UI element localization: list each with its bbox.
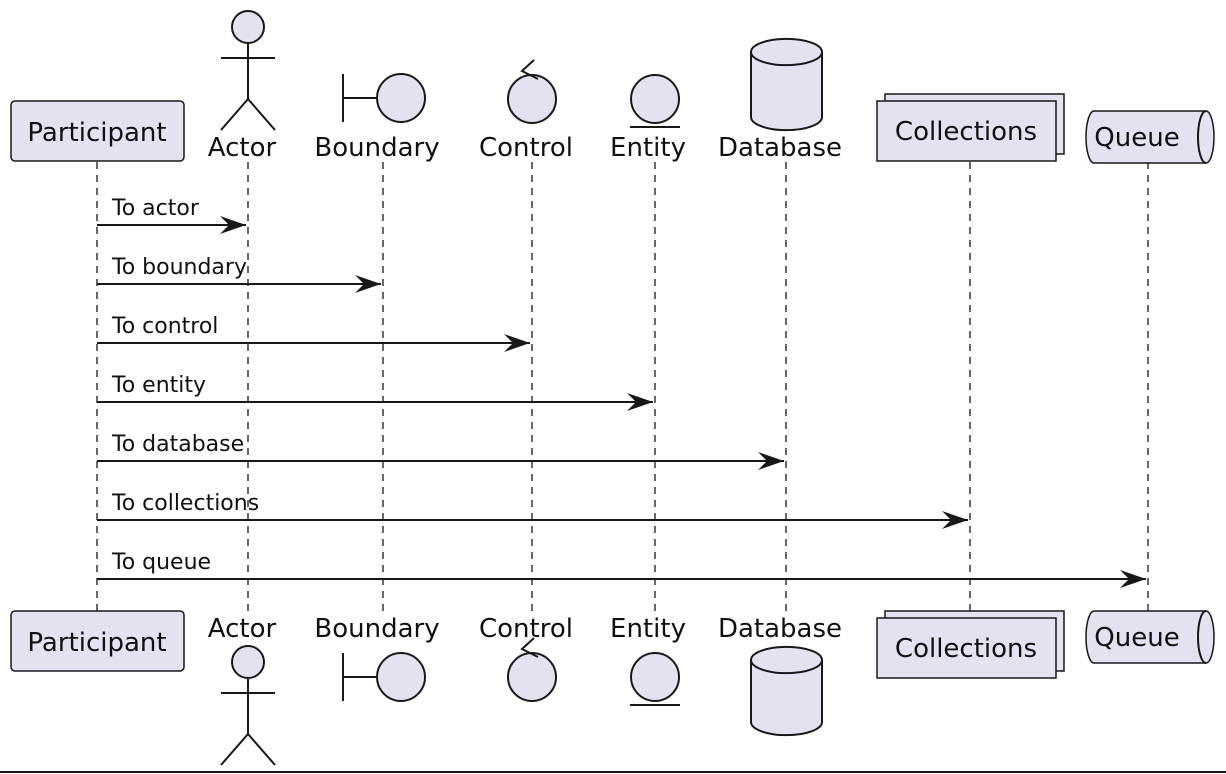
participant-actor-top: Actor	[208, 10, 277, 163]
control-arrow-icon	[520, 59, 539, 80]
queue-end-icon	[1197, 610, 1207, 664]
participant-collections-bottom: Collections	[876, 610, 1065, 679]
participant-participant-bottom: Participant	[10, 610, 185, 672]
collections-label: Collections	[895, 117, 1037, 147]
entity-circle-icon	[630, 74, 680, 124]
participant-box	[10, 610, 185, 672]
participant-collections-top: Collections	[876, 93, 1065, 162]
actor-leg-icon	[247, 733, 276, 766]
entity-label: Entity	[610, 614, 686, 644]
participant-queue-top: Queue	[1085, 110, 1215, 164]
queue-end-icon	[1197, 110, 1207, 164]
participant-control-bottom: Control	[479, 614, 573, 702]
boundary-label: Boundary	[314, 614, 439, 644]
message-control: To control	[97, 314, 530, 352]
participant-actor-bottom: Actor	[208, 614, 277, 766]
actor-leg-icon	[220, 733, 249, 766]
message-label: To boundary	[111, 255, 247, 280]
collections-label: Collections	[895, 634, 1037, 664]
message-queue: To queue	[97, 550, 1146, 588]
arrow-head-icon	[355, 275, 381, 293]
control-arrow-icon	[520, 637, 539, 658]
actor-leg-icon	[247, 98, 276, 131]
message-database: To database	[97, 432, 784, 470]
participant-label: Participant	[27, 628, 166, 658]
queue-label: Queue	[1094, 123, 1179, 153]
arrow-head-icon	[1120, 570, 1146, 588]
entity-circle-icon	[630, 652, 680, 702]
control-circle-icon	[507, 74, 557, 124]
message-entity: To entity	[97, 373, 653, 411]
messages: To actor To boundary To control To entityTo…	[97, 196, 1146, 588]
database-cylinder-icon	[750, 37, 823, 132]
database-cylinder-icon	[750, 645, 823, 737]
participant-participant-top: Participant	[10, 100, 185, 162]
actor-label: Actor	[208, 133, 277, 163]
participant-entity-bottom: Entity	[610, 614, 686, 706]
message-actor: To actor	[97, 196, 246, 234]
arrow-head-icon	[220, 216, 246, 234]
entity-label: Entity	[610, 133, 686, 163]
control-label: Control	[479, 614, 573, 644]
arrow-head-icon	[758, 452, 784, 470]
actor-head-icon	[231, 645, 265, 679]
database-rim-icon	[750, 659, 823, 675]
boundary-label: Boundary	[314, 133, 439, 163]
message-collections: To collections	[97, 491, 968, 529]
control-circle-icon	[507, 652, 557, 702]
arrow-head-icon	[504, 334, 530, 352]
message-label: To actor	[111, 196, 200, 221]
collections-front-box	[876, 617, 1057, 679]
participant-boundary-bottom: Boundary	[314, 614, 440, 702]
participant-database-bottom: Database	[718, 614, 842, 737]
message-label: To queue	[111, 550, 211, 575]
database-label: Database	[718, 133, 842, 163]
queue-label: Queue	[1094, 623, 1179, 653]
boundary-circle-icon	[376, 73, 426, 123]
participant-box	[10, 100, 185, 162]
participant-heads-bottom: Participant Actor Boundary Control Entity Dat…	[10, 610, 1215, 766]
control-label: Control	[479, 133, 573, 163]
arrow-head-icon	[627, 393, 653, 411]
boundary-circle-icon	[376, 652, 426, 702]
message-boundary: To boundary	[97, 255, 381, 293]
participant-database-top: Database	[718, 37, 842, 163]
participant-boundary-top: Boundary	[314, 73, 440, 163]
database-label: Database	[718, 614, 842, 644]
message-label: To collections	[111, 491, 259, 516]
collections-front-box	[876, 100, 1057, 162]
arrow-head-icon	[942, 511, 968, 529]
message-label: To entity	[111, 373, 206, 398]
actor-label: Actor	[208, 614, 277, 644]
actor-head-icon	[231, 10, 265, 44]
lifelines	[96, 162, 1149, 612]
message-label: To control	[111, 314, 218, 339]
actor-leg-icon	[220, 98, 249, 131]
participant-control-top: Control	[479, 59, 573, 163]
participant-label: Participant	[27, 118, 166, 148]
database-rim-icon	[750, 51, 823, 67]
participant-entity-top: Entity	[610, 74, 686, 163]
message-label: To database	[111, 432, 244, 457]
participant-queue-bottom: Queue	[1085, 610, 1215, 664]
